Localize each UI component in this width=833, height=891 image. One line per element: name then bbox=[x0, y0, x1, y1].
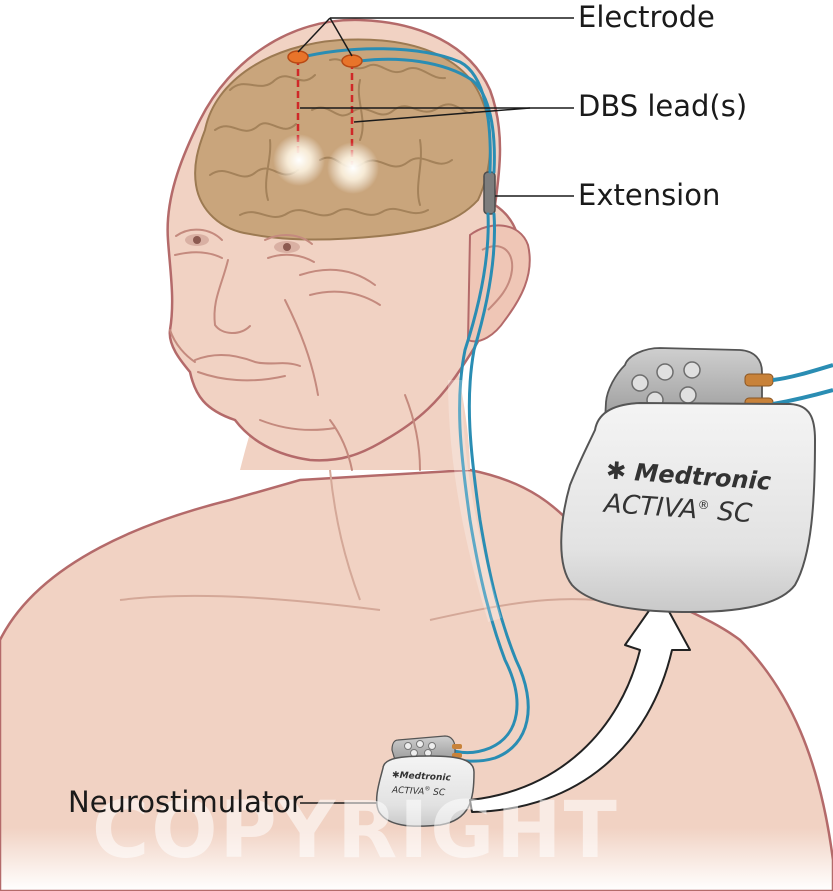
ear bbox=[466, 224, 531, 343]
extension-wires bbox=[444, 212, 530, 763]
electrode-glow-1 bbox=[273, 134, 325, 186]
label-extension: Extension bbox=[578, 178, 721, 212]
model-suffix: SC bbox=[716, 496, 754, 530]
label-dbs-leads: DBS lead(s) bbox=[578, 89, 748, 123]
model-mark: ® bbox=[697, 497, 711, 513]
label-electrode: Electrode bbox=[578, 0, 715, 34]
medtronic-logo-icon: ✱ bbox=[605, 456, 628, 486]
label-neurostimulator: Neurostimulator bbox=[68, 785, 303, 819]
dbs-lead-wires bbox=[296, 47, 496, 174]
electrode-glow-2 bbox=[327, 142, 379, 194]
brain bbox=[194, 38, 492, 241]
model-text: ACTIVA bbox=[603, 488, 699, 526]
extension-connector bbox=[483, 171, 496, 215]
copyright-watermark: COPYRIGHT bbox=[92, 786, 619, 876]
electrode-1 bbox=[287, 50, 309, 64]
enlarge-arrow bbox=[469, 594, 691, 813]
electrode-2 bbox=[341, 54, 363, 68]
large-neurostimulator bbox=[560, 347, 833, 614]
small-neurostimulator bbox=[375, 735, 475, 827]
